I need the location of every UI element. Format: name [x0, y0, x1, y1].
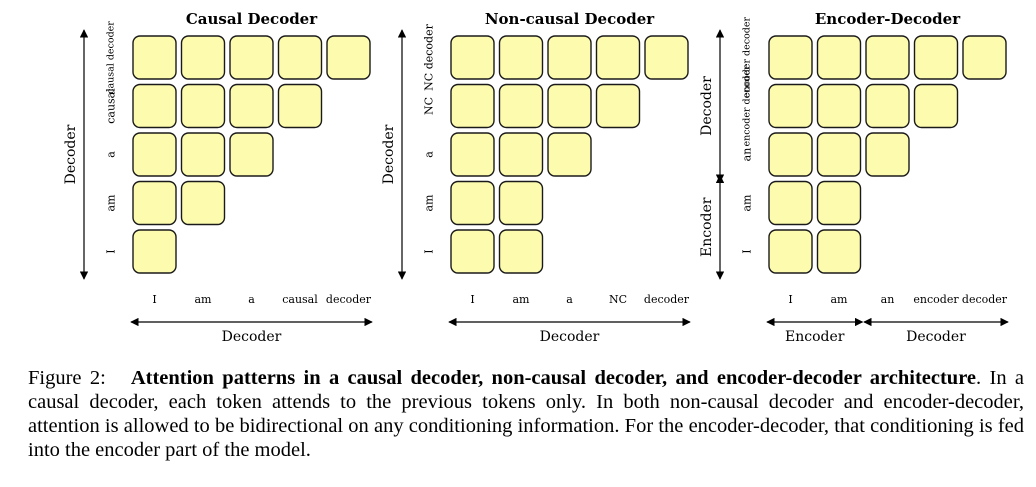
x-axis-label: Decoder: [222, 329, 282, 345]
attention-cell: [768, 83, 813, 129]
attention-cell: [865, 132, 910, 177]
y-axis-label: Decoder: [699, 76, 715, 136]
attention-cell: [913, 83, 959, 129]
attention-cell: [277, 83, 323, 129]
attention-cell: [865, 83, 910, 129]
attention-cell: [768, 132, 813, 177]
y-axis-label: Decoder: [63, 124, 79, 184]
column-token-label: decoder: [962, 293, 1008, 306]
attention-cell: [180, 180, 226, 226]
attention-cell: [816, 180, 862, 226]
row-token-label: am: [105, 194, 118, 212]
row-token-label: encoder decoder: [742, 65, 753, 146]
column-token-label: causal: [282, 293, 318, 306]
attention-cell: [498, 83, 544, 129]
attention-cell: [816, 83, 862, 129]
panel-title: Encoder-Decoder: [815, 10, 961, 28]
row-token-label: encoder decoder: [742, 17, 753, 98]
column-token-label: a: [566, 293, 573, 306]
row-token-label: NC decoder: [423, 23, 436, 90]
attention-cell: [768, 229, 813, 274]
attention-cell: [326, 35, 371, 80]
attention-cell: [913, 35, 959, 80]
attention-cell: [595, 35, 641, 80]
attention-cell: [180, 83, 226, 129]
column-token-label: am: [831, 293, 849, 306]
attention-cell: [498, 132, 544, 177]
column-token-label: a: [248, 293, 255, 306]
panel-title: Causal Decoder: [186, 10, 318, 28]
figure-caption: Figure 2: Attention patterns in a causal…: [28, 366, 1024, 462]
attention-cell: [450, 180, 495, 226]
row-token-label: I: [423, 249, 436, 253]
x-axis-label: Decoder: [906, 329, 966, 345]
attention-cell: [768, 180, 813, 226]
row-token-label: am: [423, 194, 436, 212]
attention-cell: [498, 229, 544, 274]
attention-cell: [595, 83, 641, 129]
attention-cell: [498, 180, 544, 226]
column-token-label: an: [881, 293, 895, 306]
row-token-label: a: [105, 151, 118, 158]
attention-cell: [132, 229, 177, 274]
attention-cell: [816, 229, 862, 274]
column-token-label: am: [513, 293, 531, 306]
column-token-label: encoder: [913, 293, 959, 306]
attention-cell: [547, 83, 592, 129]
attention-cell: [132, 83, 177, 129]
caption-prefix: Figure 2:: [28, 367, 106, 389]
attention-cell: [132, 180, 177, 226]
y-axis-label: Encoder: [699, 197, 715, 257]
row-token-label: am: [741, 194, 754, 212]
row-token-label: I: [105, 249, 118, 253]
attention-cell: [498, 35, 544, 80]
attention-cell: [865, 35, 910, 80]
attention-cell: [644, 35, 689, 80]
column-token-label: I: [788, 293, 792, 306]
attention-cell: [180, 132, 226, 177]
attention-cell: [132, 35, 177, 80]
attention-cell: [768, 35, 813, 80]
row-token-label: a: [423, 151, 436, 158]
attention-cell: [229, 35, 274, 80]
column-token-label: I: [152, 293, 156, 306]
x-axis-label: Encoder: [785, 329, 845, 345]
row-token-label: causal decoder: [106, 21, 117, 94]
attention-cell: [229, 83, 274, 129]
row-token-label: NC: [423, 97, 436, 115]
attention-cell: [547, 35, 592, 80]
attention-cell: [180, 35, 226, 80]
attention-cell: [816, 35, 862, 80]
column-token-label: decoder: [326, 293, 372, 306]
column-token-label: am: [195, 293, 213, 306]
attention-cell: [547, 132, 592, 177]
row-token-label: an: [741, 148, 754, 162]
y-axis-label: Decoder: [381, 124, 397, 184]
x-axis-label: Decoder: [540, 329, 600, 345]
row-token-label: causal: [105, 88, 118, 124]
panel-title: Non-causal Decoder: [485, 10, 655, 28]
column-token-label: NC: [609, 293, 627, 306]
attention-cell: [132, 132, 177, 177]
row-token-label: I: [741, 249, 754, 253]
caption-bold-title: Attention patterns in a causal decoder, …: [130, 367, 977, 389]
attention-cell: [816, 132, 862, 177]
attention-cell: [450, 132, 495, 177]
caption-body: . In a causal decoder, each token attend…: [28, 367, 1024, 461]
column-token-label: decoder: [644, 293, 690, 306]
attention-cell: [277, 35, 323, 80]
attention-cell: [450, 83, 495, 129]
column-token-label: I: [470, 293, 474, 306]
attention-cell: [962, 35, 1007, 80]
attention-cell: [450, 35, 495, 80]
attention-cell: [450, 229, 495, 274]
attention-cell: [229, 132, 274, 177]
